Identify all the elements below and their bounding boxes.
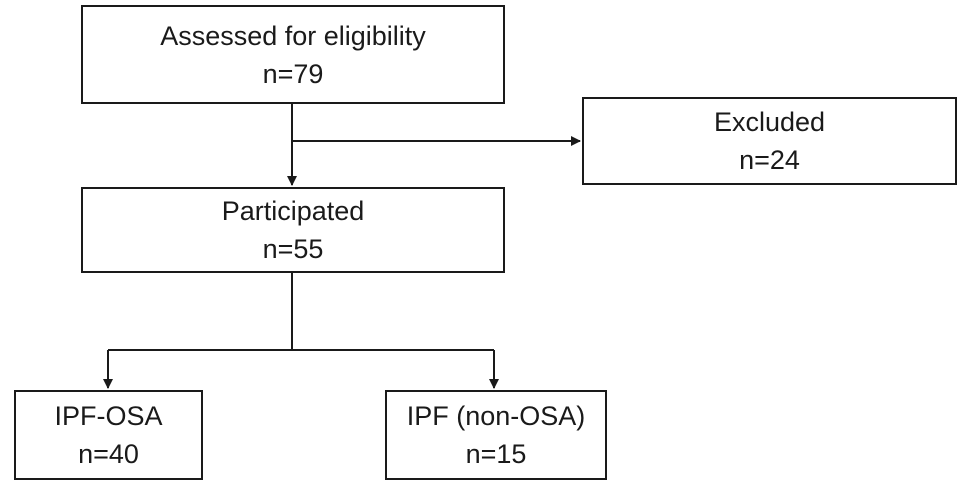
participated-box: Participated n=55 (81, 187, 505, 273)
ipf-osa-title: IPF-OSA (54, 401, 163, 431)
participated-count: n=55 (262, 234, 324, 264)
ipf-osa-count: n=40 (78, 439, 139, 469)
assessed-title: Assessed for eligibility (160, 20, 426, 51)
excluded-count: n=24 (739, 145, 800, 175)
assessed-box: Assessed for eligibility n=79 (81, 5, 505, 104)
ipf-osa-box: IPF-OSA n=40 (14, 390, 203, 480)
assessed-count: n=79 (262, 58, 324, 89)
participated-title: Participated (221, 196, 365, 226)
ipf-non-osa-count: n=15 (465, 439, 527, 469)
ipf-non-osa-box: IPF (non-OSA) n=15 (385, 390, 607, 480)
excluded-title: Excluded (713, 107, 826, 137)
ipf-non-osa-title: IPF (non-OSA) (406, 401, 586, 431)
excluded-box: Excluded n=24 (582, 97, 957, 185)
